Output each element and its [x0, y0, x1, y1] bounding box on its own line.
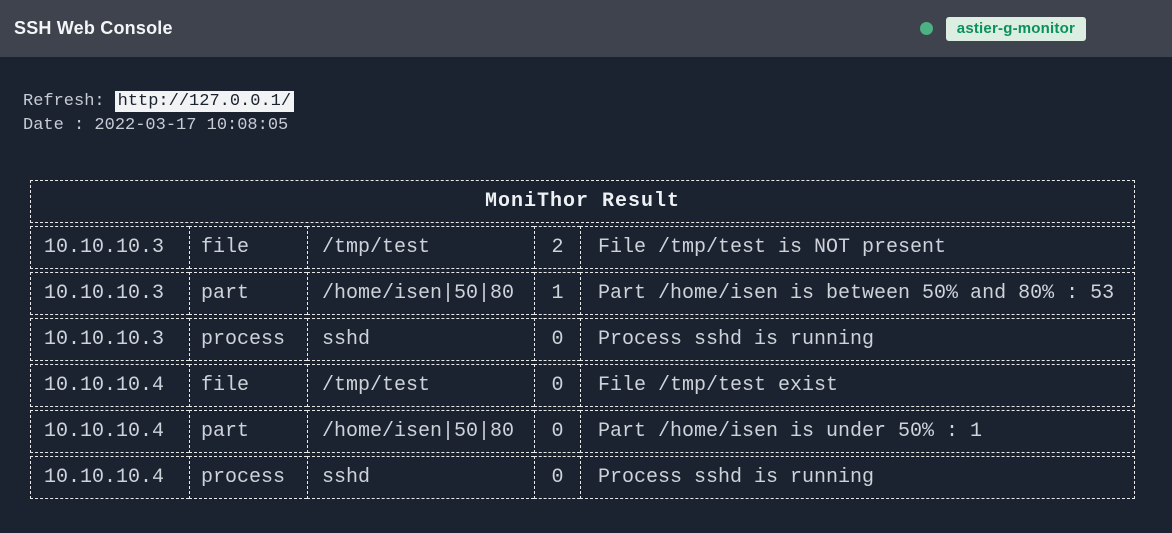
table-row: 10.10.10.3 part /home/isen|50|80 1 Part …: [30, 272, 1135, 315]
cell-host: 10.10.10.3: [30, 226, 189, 269]
cell-host: 10.10.10.4: [30, 410, 189, 453]
cell-target: /tmp/test: [307, 226, 534, 269]
cell-check: process: [189, 456, 307, 499]
table-row: 10.10.10.3 file /tmp/test 2 File /tmp/te…: [30, 226, 1135, 269]
cell-target: sshd: [307, 456, 534, 499]
status-dot-icon: [919, 22, 933, 35]
cell-status: 0: [534, 318, 580, 361]
cell-status: 0: [534, 364, 580, 407]
cell-target: /tmp/test: [307, 364, 534, 407]
cell-target: /home/isen|50|80: [307, 272, 534, 315]
table-row: 10.10.10.4 file /tmp/test 0 File /tmp/te…: [30, 364, 1135, 407]
cell-target: sshd: [307, 318, 534, 361]
table-row: 10.10.10.4 part /home/isen|50|80 0 Part …: [30, 410, 1135, 453]
cell-host: 10.10.10.4: [30, 456, 189, 499]
cell-status: 1: [534, 272, 580, 315]
refresh-link[interactable]: http://127.0.0.1/: [114, 91, 295, 112]
cell-host: 10.10.10.3: [30, 318, 189, 361]
cell-status: 0: [534, 410, 580, 453]
cell-message: Part /home/isen is between 50% and 80% :…: [580, 272, 1135, 315]
cell-check: file: [189, 226, 307, 269]
info-block: Refresh: http://127.0.0.1/ Date : 2022-03…: [23, 90, 1172, 138]
cell-check: process: [189, 318, 307, 361]
app-title: SSH Web Console: [14, 18, 173, 38]
cell-message: File /tmp/test exist: [580, 364, 1135, 407]
monithor-result-table: MoniThor Result 10.10.10.3 file /tmp/tes…: [30, 177, 1135, 502]
date-line: Date : 2022-03-17 10:08:05: [23, 116, 289, 135]
cell-message: Process sshd is running: [580, 318, 1135, 361]
table-row: 10.10.10.4 process sshd 0 Process sshd i…: [30, 456, 1135, 499]
top-bar: SSH Web Console astier-g-monitor: [0, 0, 1172, 57]
cell-status: 0: [534, 456, 580, 499]
cell-message: File /tmp/test is NOT present: [580, 226, 1135, 269]
table-row: 10.10.10.3 process sshd 0 Process sshd i…: [30, 318, 1135, 361]
refresh-line: Refresh: http://127.0.0.1/: [23, 90, 1172, 114]
cell-host: 10.10.10.3: [30, 272, 189, 315]
cell-target: /home/isen|50|80: [307, 410, 534, 453]
table-title: MoniThor Result: [30, 180, 1135, 223]
table-title-row: MoniThor Result: [30, 180, 1135, 223]
cell-status: 2: [534, 226, 580, 269]
cell-host: 10.10.10.4: [30, 364, 189, 407]
cell-check: file: [189, 364, 307, 407]
cell-check: part: [189, 410, 307, 453]
cell-check: part: [189, 272, 307, 315]
cell-message: Part /home/isen is under 50% : 1: [580, 410, 1135, 453]
status-area: astier-g-monitor: [919, 16, 1086, 41]
refresh-label: Refresh:: [23, 92, 105, 111]
host-status-badge: astier-g-monitor: [945, 16, 1086, 41]
cell-message: Process sshd is running: [580, 456, 1135, 499]
